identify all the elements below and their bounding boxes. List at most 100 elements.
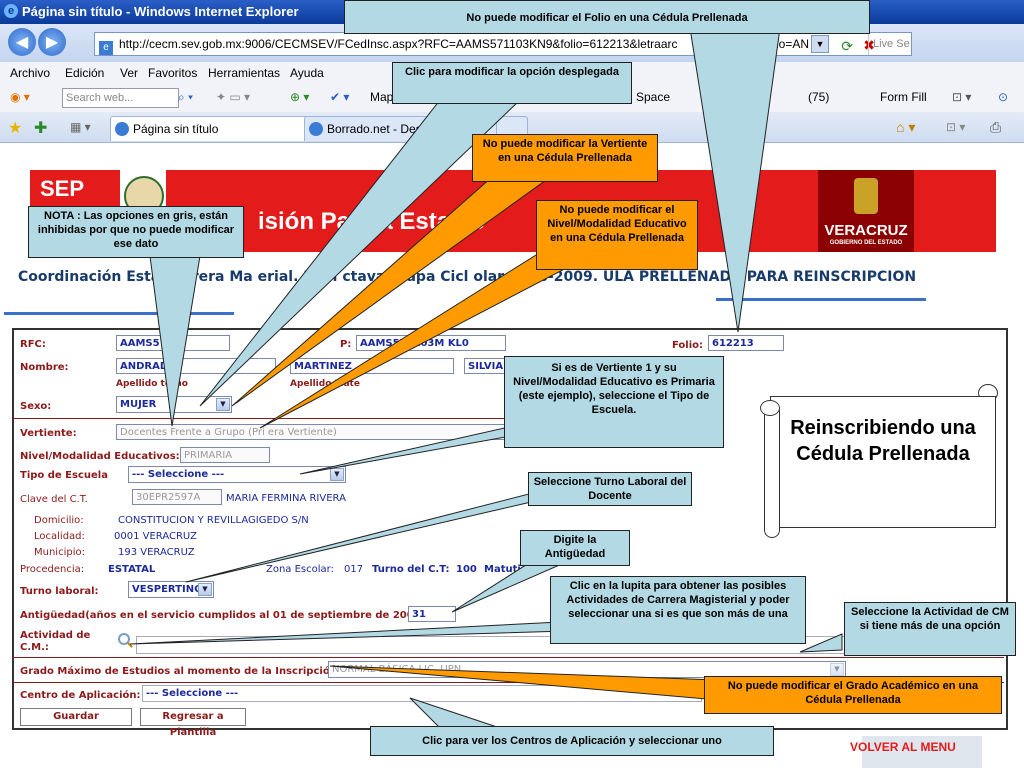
callout-grado: No puede modificar el Grado Académico en… (704, 676, 1002, 714)
toolbar-plus-icon[interactable]: ⊕ ▾ (290, 90, 310, 104)
grado-label: Grado Máximo de Estudios al momento de l… (20, 666, 341, 677)
tab-label: Borrado.net - Des... (327, 122, 432, 136)
callout-antiguedad: Digite la Antigüedad (520, 530, 630, 566)
magnifier-icon[interactable] (118, 633, 130, 645)
clave-ct-label: Clave del C.T. (20, 494, 88, 505)
page-title: Coordinación Esta Carrera Ma erial. Deci… (18, 269, 917, 285)
toolbar-space[interactable]: Space (636, 90, 671, 104)
procedencia-label: Procedencia: (20, 564, 85, 575)
tipo-escuela-label: Tipo de Escuela (20, 470, 108, 481)
menu-herramientas[interactable]: Herramientas (208, 66, 281, 80)
sexo-label: Sexo: (20, 401, 52, 412)
live-search-box[interactable]: Live Se (868, 33, 911, 55)
forward-button[interactable]: ▶ (38, 28, 66, 56)
feeds-icon[interactable]: ⊡ ▾ (946, 120, 966, 134)
nivel-label: Nivel/Modalidad Educativos: (20, 451, 180, 462)
turno-laboral-select[interactable]: VESPERTINC▼ (128, 581, 214, 598)
stop-icon[interactable]: ✖ (863, 37, 875, 53)
ie-logo-icon: e (4, 4, 18, 18)
municipio-label: Municipio: (34, 547, 85, 558)
menu-favoritos[interactable]: Favoritos (148, 66, 198, 80)
folio-label: Folio: (672, 340, 704, 351)
guardar-button[interactable]: Guardar (20, 708, 132, 726)
add-favorites-icon[interactable]: ✚ (34, 120, 48, 137)
apellido-materno-field[interactable]: MARTINEZ (290, 358, 454, 374)
antiguedad-label: Antigüedad(años en el servicio cumplidos… (20, 610, 430, 621)
print-icon[interactable]: ⎙ (990, 119, 1002, 135)
callout-opcion-desplegada: Clic para modificar la opción desplegada (392, 62, 632, 104)
toolbar-search-icon[interactable]: ⌕ ▾ (178, 90, 194, 104)
chevron-down-icon[interactable]: ▼ (330, 468, 344, 481)
menu-ayuda[interactable]: Ayuda (290, 66, 324, 80)
tipo-escuela-select[interactable]: --- Seleccione --- ▼ (128, 466, 346, 483)
chevron-down-icon: ▼ (830, 663, 844, 676)
refresh-icon[interactable]: ⟳ (841, 38, 853, 54)
sexo-select[interactable]: MUJER▼ (116, 396, 232, 413)
regresar-plantilla-button[interactable]: Regresar a Plantilla (140, 708, 246, 738)
back-button[interactable]: ◀ (8, 28, 36, 56)
antiguedad-field[interactable]: 31 (408, 606, 456, 622)
callout-nota: NOTA : Las opciones en gris, están inhib… (28, 206, 244, 258)
callout-centros: Clic para ver los Centros de Aplicación … (370, 726, 774, 756)
chevron-down-icon[interactable]: ▼ (198, 583, 212, 596)
callout-nivel: No puede modificar el Nivel/Modalidad Ed… (536, 200, 698, 270)
curp-label: P: (340, 339, 352, 350)
menu-edicion[interactable]: Edición (65, 66, 105, 80)
volver-menu-link[interactable]: VOLVER AL MENU (850, 740, 956, 754)
folio-field[interactable]: 612213 (708, 335, 784, 351)
rfc-label: RFC: (20, 339, 46, 350)
toolbar-form-fill[interactable]: Form Fill (880, 90, 927, 104)
callout-vertiente: No puede modificar la Vertiente en una C… (472, 134, 658, 182)
centro-label: Centro de Aplicación: (20, 690, 141, 701)
toolbar-maps[interactable]: Map (370, 90, 394, 104)
vertiente-field: Docentes Frente a Grupo (Pri era Vertien… (116, 424, 510, 440)
domicilio-value: CONSTITUCION Y REVILLAGIGEDO S/N (118, 515, 309, 526)
scroll-edge (764, 410, 780, 538)
localidad-label: Localidad: (34, 531, 85, 542)
turno-laboral-value: VESPERTINC (132, 584, 202, 595)
nivel-field: PRIMARIA (180, 447, 270, 463)
divider (12, 418, 542, 419)
home-icon[interactable]: ⌂ ▾ (896, 119, 916, 135)
toolbar-search-input[interactable]: Search web... (62, 88, 179, 108)
reinscribiendo-banner: Reinscribiendo una Cédula Prellenada (770, 396, 996, 528)
veracruz-logo: VERACRUZ GOBIERNO DEL ESTADO (818, 170, 914, 252)
veracruz-sub: GOBIERNO DEL ESTADO (829, 240, 903, 246)
toolbar-tool-icon[interactable]: ✔ ▾ (330, 90, 350, 104)
domicilio-label: Domicilio: (34, 515, 84, 526)
procedencia-value: ESTATAL (108, 564, 156, 575)
toolbar-count[interactable]: (75) (808, 90, 830, 104)
chevron-down-icon[interactable]: ▼ (216, 398, 230, 411)
footer-bar (862, 736, 982, 768)
toolbar-arrows-icon[interactable]: ✦ ▭ ▾ (216, 90, 251, 104)
scroll-curl-icon (760, 400, 780, 416)
nombre-label: Nombre: (20, 362, 69, 373)
tab-page-icon (309, 122, 323, 136)
sep-logo: SEP (40, 176, 85, 201)
tab-page-icon (115, 122, 129, 136)
heading-underline-left (4, 312, 234, 315)
tab-label: Página sin título (133, 122, 219, 136)
banner-title: isión Pari ia Esta de (258, 208, 485, 235)
vertiente-label: Vertiente: (20, 428, 77, 439)
toolbar-go-icon[interactable]: ⊙ (998, 90, 1009, 104)
tab-pagina-sin-titulo[interactable]: Página sin título ✕ (110, 116, 324, 141)
favorites-star-icon[interactable]: ★ (8, 120, 23, 137)
menu-ver[interactable]: Ver (120, 66, 139, 80)
tipo-escuela-value: --- Seleccione --- (132, 469, 225, 480)
curp-field[interactable]: AAMS571103M KL0 (356, 335, 506, 351)
toolbar-rss-icon[interactable]: ⊡ ▾ (952, 90, 972, 104)
centro-aplicacion-select[interactable]: --- Seleccione --- (142, 685, 702, 702)
callout-actividad: Seleccione la Actividad de CM si tiene m… (844, 602, 1016, 656)
callout-tipo-escuela: Si es de Vertiente 1 y su Nivel/Modalida… (504, 356, 724, 448)
quick-tabs-icon[interactable]: ▦ ▾ (70, 120, 91, 134)
localidad-value: 0001 VERACRUZ (114, 531, 197, 542)
menu-archivo[interactable]: Archivo (10, 66, 51, 80)
heading-underline-right (716, 298, 926, 301)
apellido-paterno-field[interactable]: ANDRAD (116, 358, 276, 374)
rfc-field[interactable]: AAMS5 KN9 (116, 335, 230, 351)
apellido-paterno-sublabel: Apellido terno (116, 379, 188, 389)
toolbar-logo-icon[interactable]: ◉ ▾ (10, 90, 30, 104)
address-dropdown-icon[interactable]: ▼ (811, 35, 829, 53)
